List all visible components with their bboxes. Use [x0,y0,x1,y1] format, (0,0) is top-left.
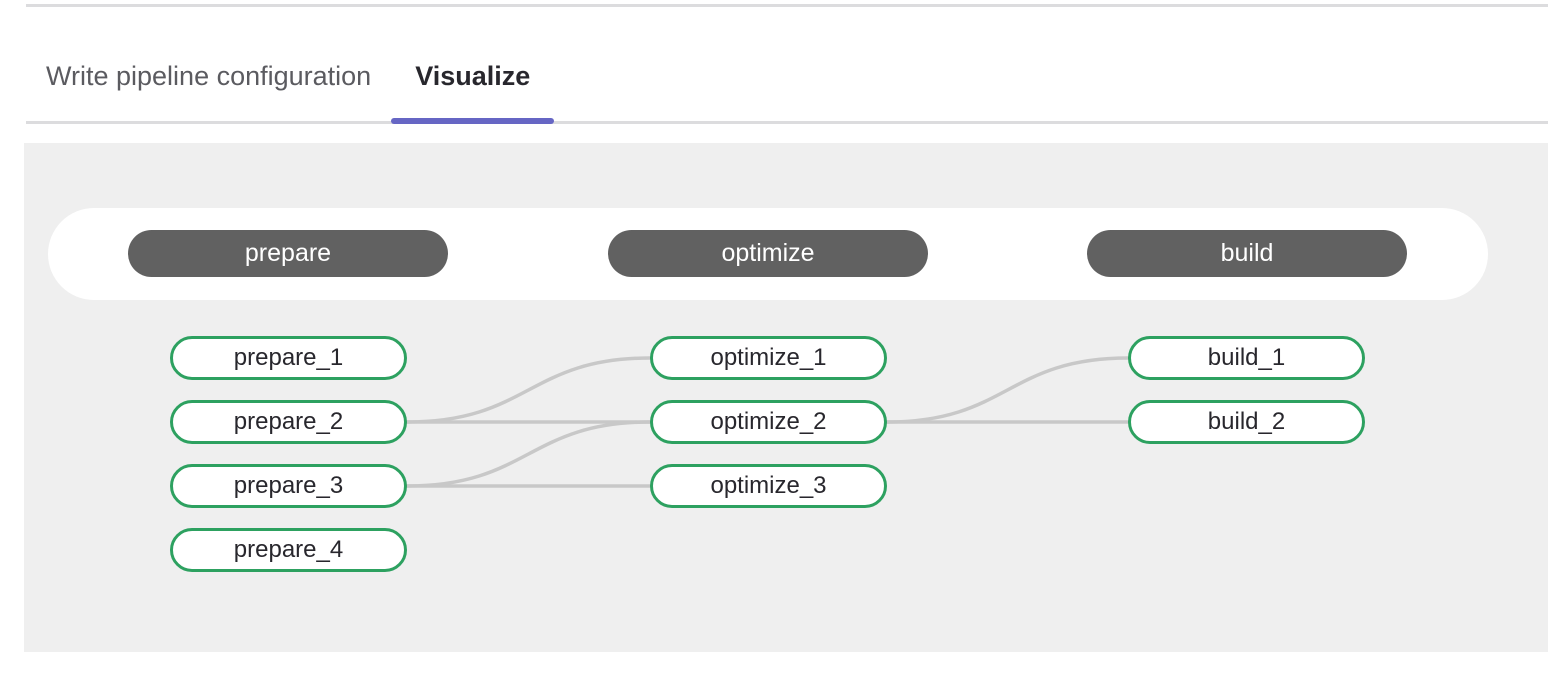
tab-visualize[interactable]: Visualize [391,60,555,124]
job-node-build_2[interactable]: build_2 [1128,400,1365,444]
stage-pill-build: build [1087,230,1407,277]
job-node-optimize_3[interactable]: optimize_3 [650,464,887,508]
edge-optimize_2-to-build_1 [885,356,1130,424]
stage-pill-prepare: prepare [128,230,448,277]
job-node-prepare_4[interactable]: prepare_4 [170,528,407,572]
job-node-build_1[interactable]: build_1 [1128,336,1365,380]
job-node-prepare_1[interactable]: prepare_1 [170,336,407,380]
job-node-prepare_2[interactable]: prepare_2 [170,400,407,444]
job-node-optimize_1[interactable]: optimize_1 [650,336,887,380]
edge-prepare_3-to-optimize_2 [405,420,652,488]
job-node-optimize_2[interactable]: optimize_2 [650,400,887,444]
tab-write-pipeline-configuration[interactable]: Write pipeline configuration [46,61,372,91]
top-divider [26,4,1548,7]
pipeline-editor-tab-bar: Write pipeline configuration Visualize [26,40,1548,124]
job-node-prepare_3[interactable]: prepare_3 [170,464,407,508]
edge-prepare_2-to-optimize_1 [405,356,652,424]
stage-pill-optimize: optimize [608,230,928,277]
job-edges-layer [405,356,1130,488]
